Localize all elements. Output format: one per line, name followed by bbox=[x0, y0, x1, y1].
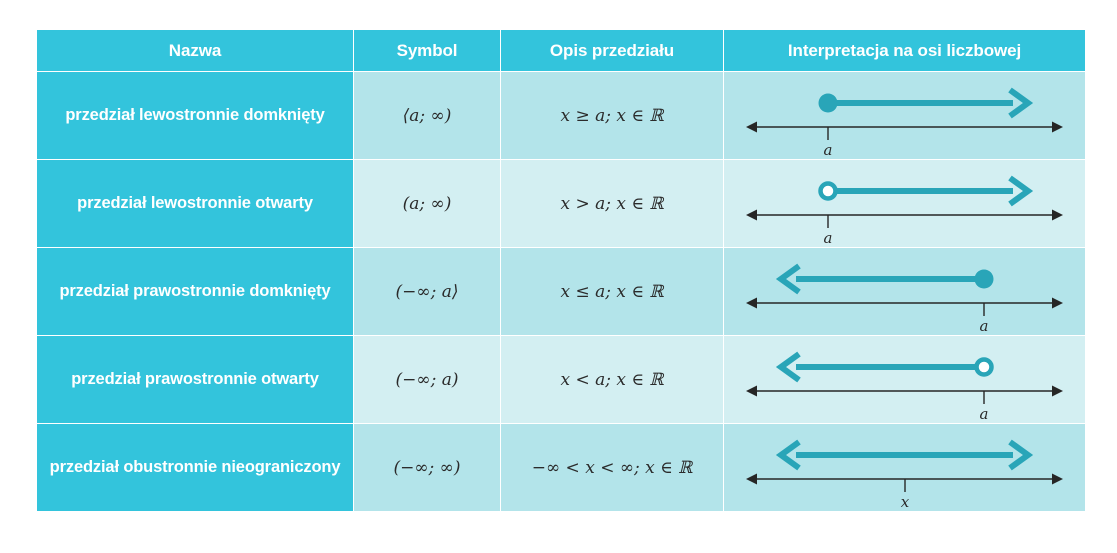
interval-description: x ≥ a; x ∈ ℝ bbox=[501, 72, 723, 159]
interval-description: x > a; x ∈ ℝ bbox=[501, 160, 723, 247]
interval-symbol: (−∞; a) bbox=[354, 336, 500, 423]
column-header-interpretacja: Interpretacja na osi liczbowej bbox=[724, 30, 1085, 71]
table-header: Nazwa Symbol Opis przedziału Interpretac… bbox=[37, 30, 1085, 71]
header-row: Nazwa Symbol Opis przedziału Interpretac… bbox=[37, 30, 1085, 71]
svg-text:x: x bbox=[901, 493, 910, 511]
interval-name: przedział lewostronnie domknięty bbox=[37, 72, 353, 159]
interval-table: Nazwa Symbol Opis przedziału Interpretac… bbox=[36, 29, 1086, 512]
interval-description: x < a; x ∈ ℝ bbox=[501, 336, 723, 423]
interval-symbol: (a; ∞) bbox=[354, 160, 500, 247]
interval-name: przedział prawostronnie domknięty bbox=[37, 248, 353, 335]
interval-symbol: (−∞; ∞) bbox=[354, 424, 500, 511]
number-line-axis: a bbox=[724, 248, 1085, 335]
interval-name: przedział obustronnie nieograniczony bbox=[37, 424, 353, 511]
number-line-diagram: x bbox=[724, 424, 1085, 511]
interval-name: przedział prawostronnie otwarty bbox=[37, 336, 353, 423]
svg-text:a: a bbox=[980, 405, 989, 423]
interval-description: −∞ < x < ∞; x ∈ ℝ bbox=[501, 424, 723, 511]
number-line-diagram: a bbox=[724, 336, 1085, 423]
table-row: przedział prawostronnie otwarty(−∞; a)x … bbox=[37, 336, 1085, 423]
number-line-axis: a bbox=[724, 336, 1085, 423]
number-line-axis: a bbox=[724, 72, 1085, 159]
interval-symbol: (−∞; a⟩ bbox=[354, 248, 500, 335]
number-line-diagram: a bbox=[724, 72, 1085, 159]
number-line-diagram: a bbox=[724, 248, 1085, 335]
svg-text:a: a bbox=[980, 317, 989, 335]
table-row: przedział lewostronnie domknięty⟨a; ∞)x … bbox=[37, 72, 1085, 159]
column-header-opis: Opis przedziału bbox=[501, 30, 723, 71]
table-row: przedział obustronnie nieograniczony(−∞;… bbox=[37, 424, 1085, 511]
table-row: przedział lewostronnie otwarty(a; ∞)x > … bbox=[37, 160, 1085, 247]
table-body: przedział lewostronnie domknięty⟨a; ∞)x … bbox=[37, 72, 1085, 511]
svg-text:a: a bbox=[824, 229, 833, 247]
table-row: przedział prawostronnie domknięty(−∞; a⟩… bbox=[37, 248, 1085, 335]
column-header-nazwa: Nazwa bbox=[37, 30, 353, 71]
interval-symbol: ⟨a; ∞) bbox=[354, 72, 500, 159]
interval-description: x ≤ a; x ∈ ℝ bbox=[501, 248, 723, 335]
interval-table-container: Nazwa Symbol Opis przedziału Interpretac… bbox=[36, 29, 1086, 520]
number-line-axis: a bbox=[724, 160, 1085, 247]
number-line-diagram: a bbox=[724, 160, 1085, 247]
number-line-axis: x bbox=[724, 424, 1085, 511]
svg-text:a: a bbox=[824, 141, 833, 159]
column-header-symbol: Symbol bbox=[354, 30, 500, 71]
interval-name: przedział lewostronnie otwarty bbox=[37, 160, 353, 247]
